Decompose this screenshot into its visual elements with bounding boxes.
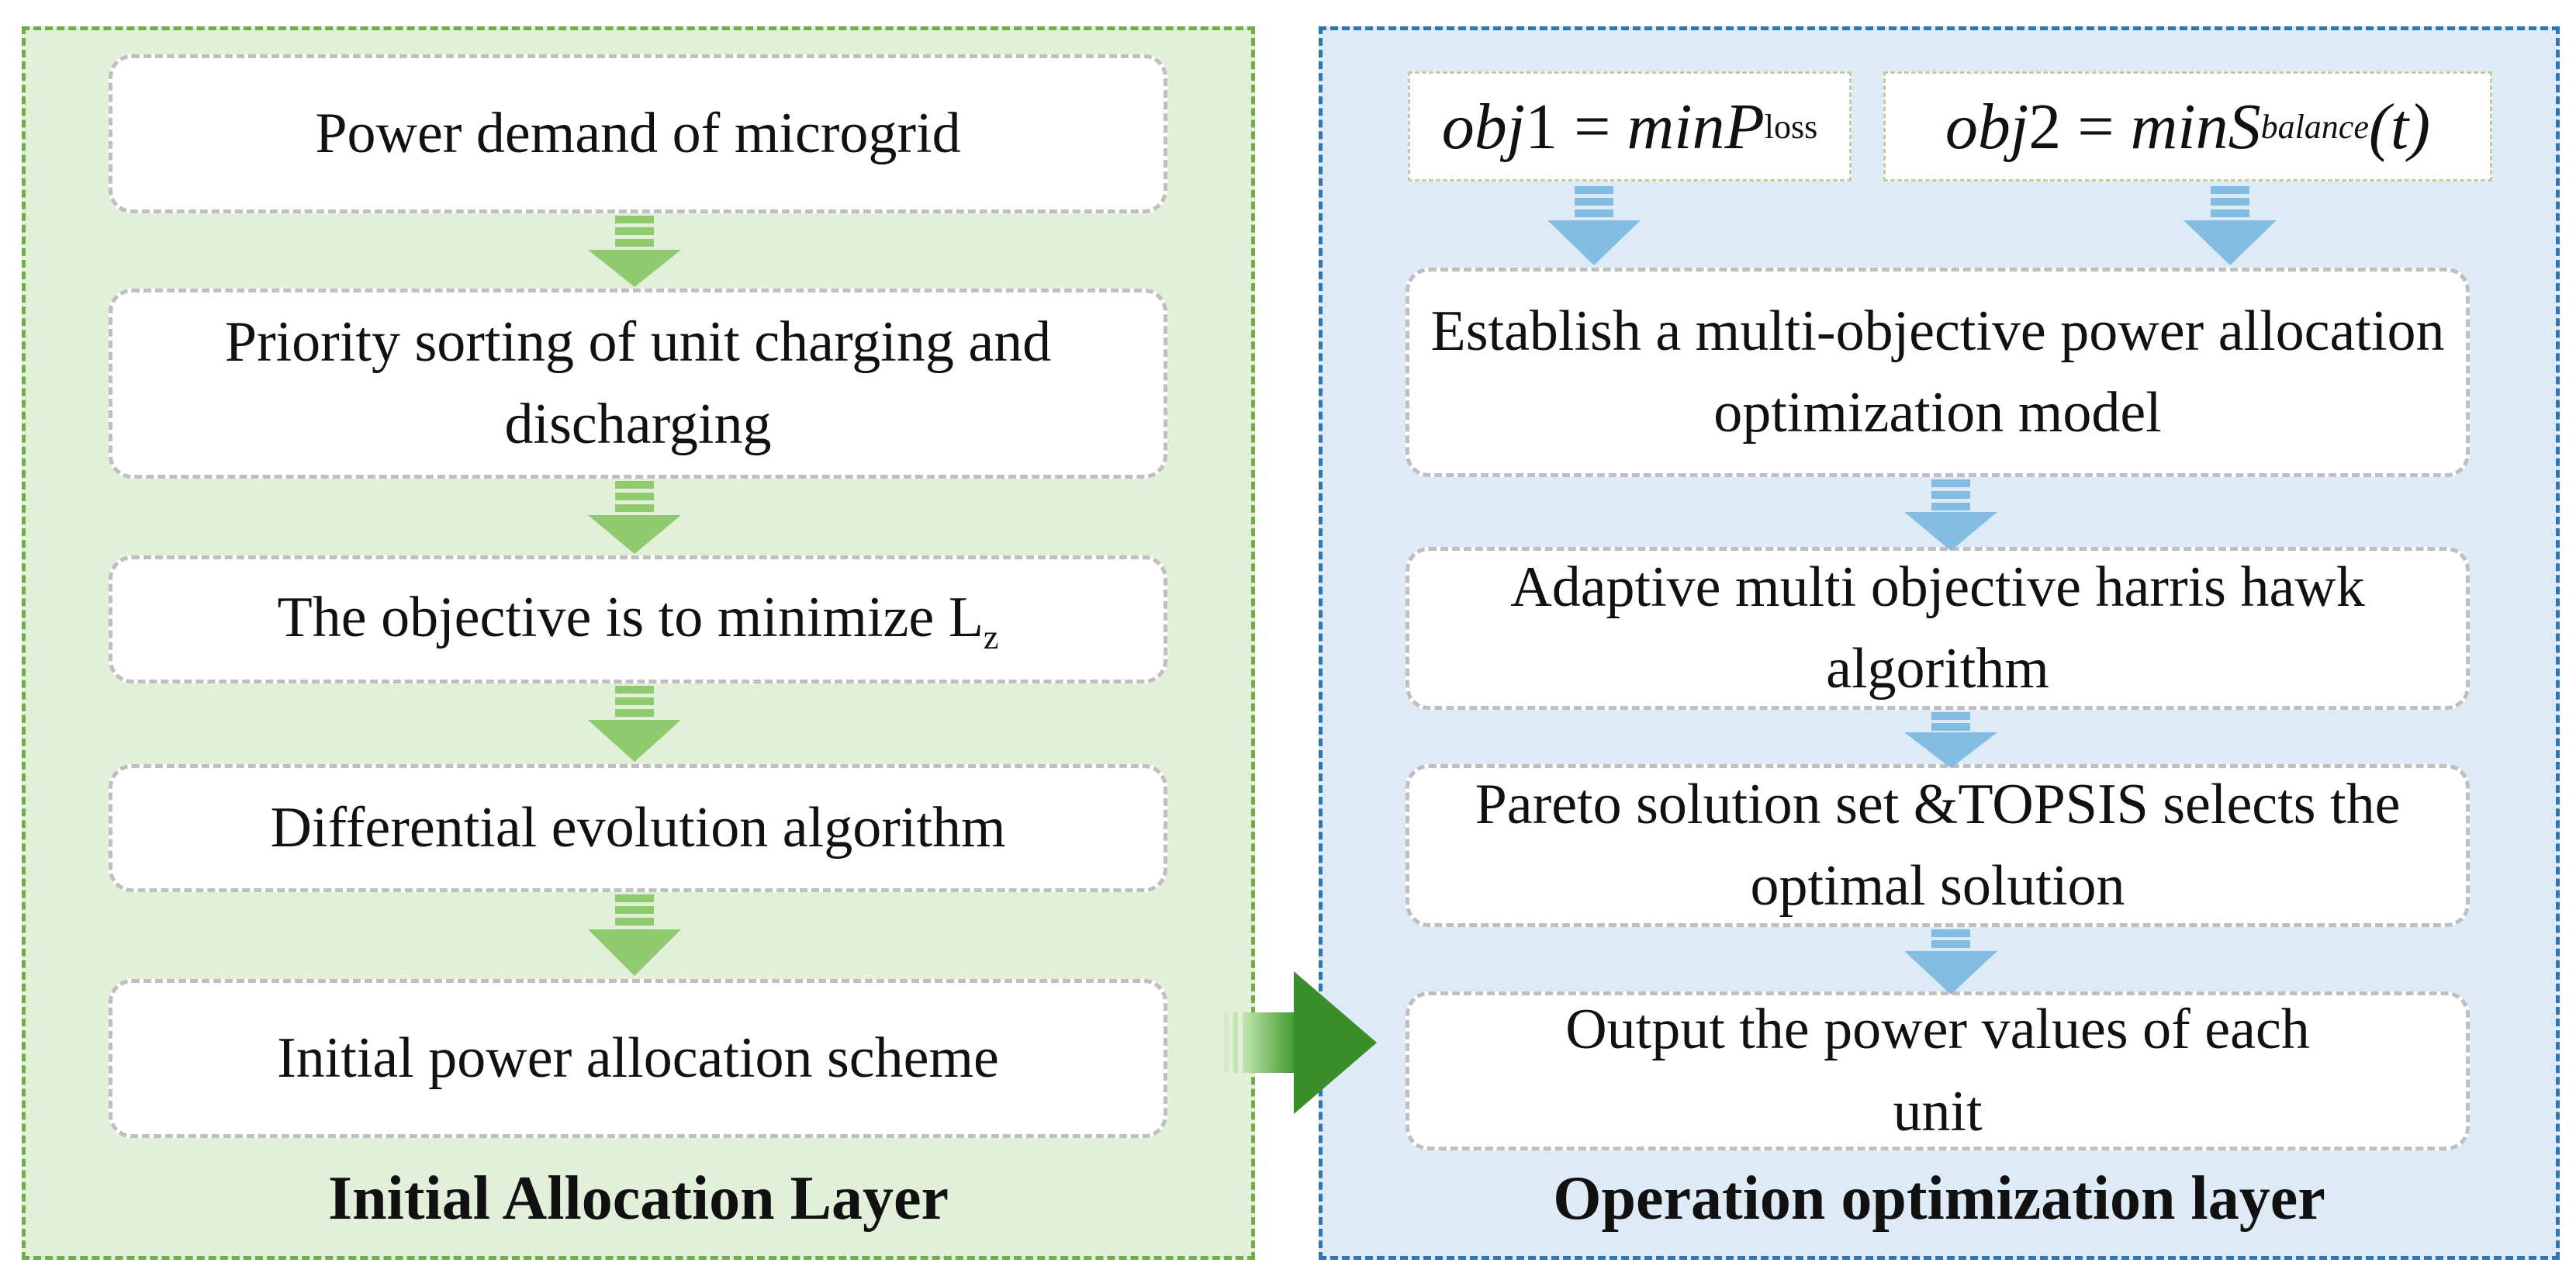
- step-initial-scheme-text: Initial power allocation scheme: [277, 1026, 999, 1090]
- step-establish-model: Establish a multi-objective power alloca…: [1406, 268, 2470, 477]
- operation-layer-title: Operation optimization layer: [1553, 1164, 2325, 1233]
- down-arrow-4: [588, 894, 681, 976]
- step-minimize-lz: The objective is to minimize Lz: [109, 555, 1167, 683]
- step-minimize-lz-text: The objective is to minimize Lz: [277, 585, 999, 656]
- down-arrow-1: [588, 216, 681, 287]
- step-output-values-text: Output the power values of each unit: [1565, 998, 2310, 1143]
- down-arrow-2: [588, 481, 681, 554]
- step-pareto-topsis: Pareto solution set &TOPSIS selects the …: [1406, 764, 2470, 927]
- step-output-values: Output the power values of each unit: [1406, 991, 2470, 1150]
- down-arrow-5: [1904, 479, 1997, 551]
- down-arrow-7: [1904, 929, 1997, 995]
- initial-layer-title: Initial Allocation Layer: [328, 1164, 949, 1233]
- step-priority-sorting: Priority sorting of unit charging and di…: [109, 289, 1167, 479]
- step-harris-hawk-text: Adaptive multi objective harris hawk alg…: [1510, 555, 2365, 701]
- step-priority-sorting-text: Priority sorting of unit charging and di…: [224, 310, 1052, 456]
- down-arrow-6: [1904, 712, 1997, 768]
- step-initial-scheme: Initial power allocation scheme: [109, 979, 1167, 1138]
- lz-subscript: z: [983, 618, 999, 656]
- down-arrow-3: [588, 686, 681, 762]
- step-power-demand-text: Power demand of microgrid: [315, 101, 961, 165]
- step-differential-evolution: Differential evolution algorithm: [109, 764, 1167, 892]
- down-arrow-obj2: [2184, 186, 2277, 265]
- step-power-demand: Power demand of microgrid: [109, 54, 1167, 213]
- right-arrow-to-operation-layer: [1224, 971, 1377, 1114]
- down-arrow-obj1: [1547, 186, 1641, 265]
- step-differential-evolution-text: Differential evolution algorithm: [270, 795, 1006, 860]
- step-establish-model-text: Establish a multi-objective power alloca…: [1430, 299, 2445, 445]
- step-pareto-topsis-text: Pareto solution set &TOPSIS selects the …: [1475, 772, 2401, 918]
- step-harris-hawk: Adaptive multi objective harris hawk alg…: [1406, 547, 2470, 710]
